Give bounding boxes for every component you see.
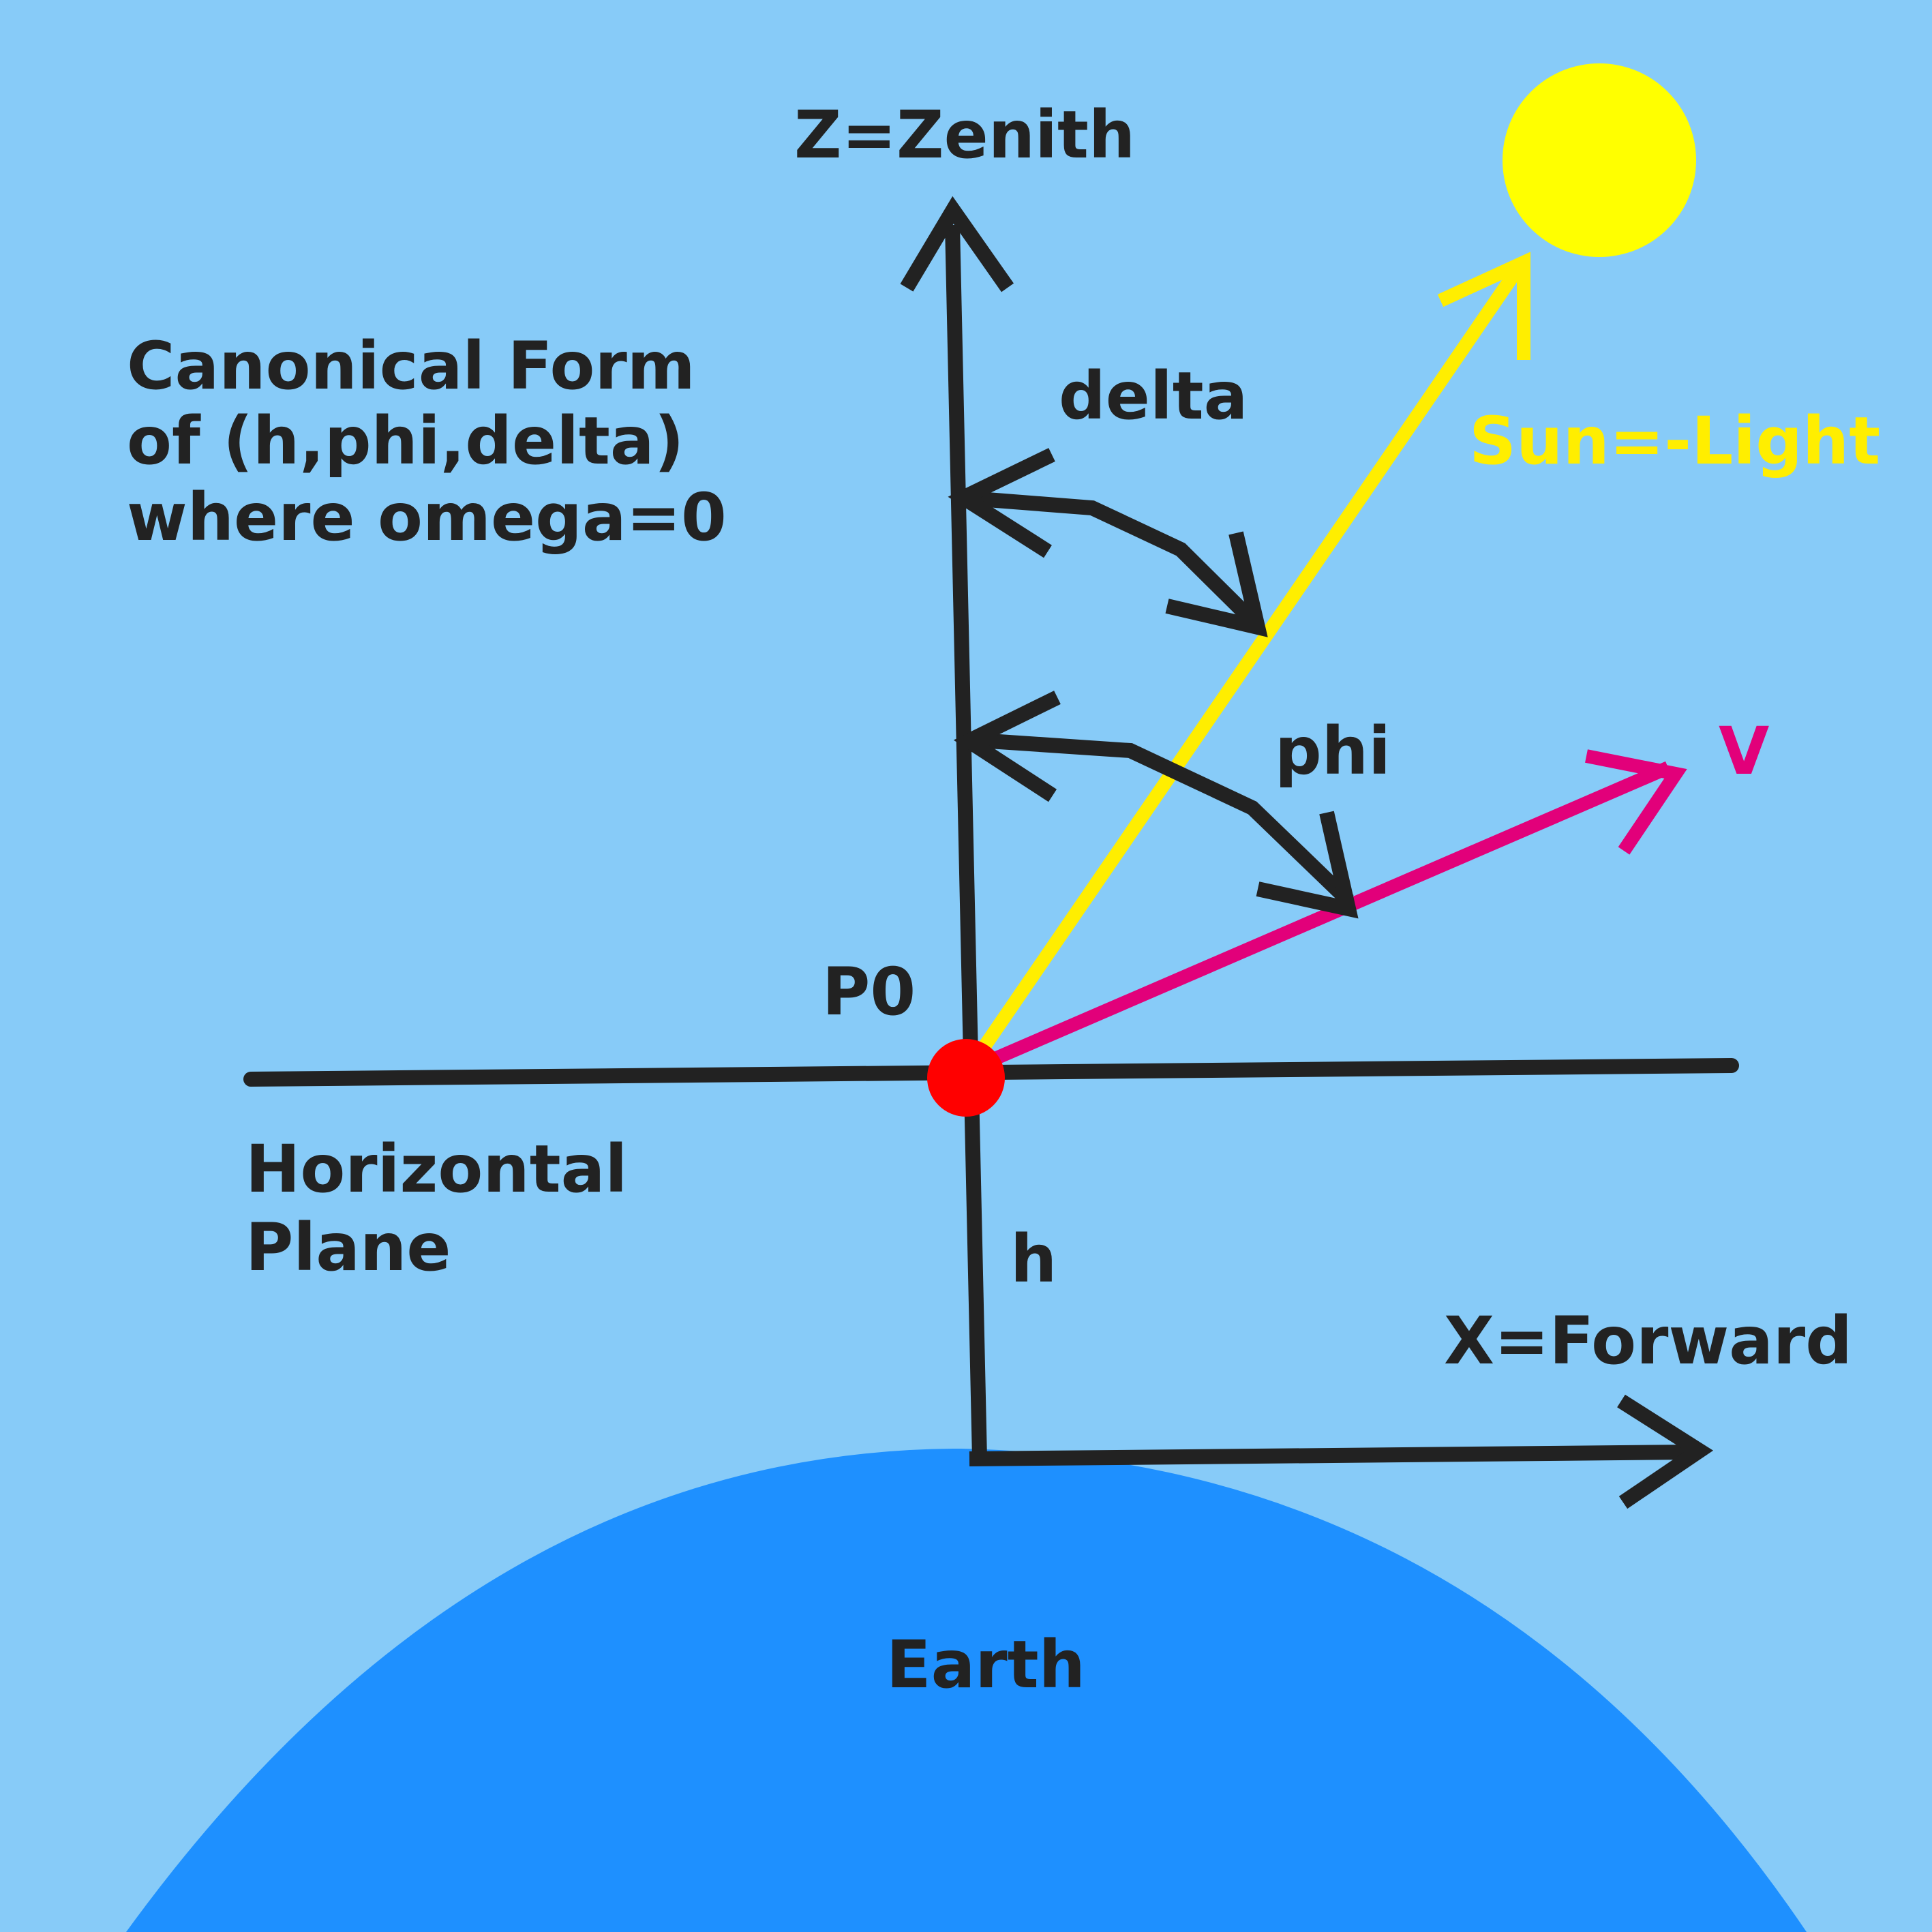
title-text: Canonical Form of (h,phi,delta) where om… xyxy=(127,328,727,556)
forward-axis xyxy=(969,1394,1714,1509)
sun-light-vector xyxy=(962,252,1530,1074)
p0-label: P0 xyxy=(822,954,916,1030)
title-line-1: Canonical Form xyxy=(127,328,695,404)
phi-label: phi xyxy=(1275,713,1391,789)
zenith-label: Z=Zenith xyxy=(794,97,1135,173)
horizontal-plane-label: Horizontal Plane xyxy=(245,1131,650,1286)
earth-label: Earth xyxy=(886,1627,1085,1703)
horizontal-plane-line-1: Horizontal xyxy=(245,1131,627,1207)
phi-angle-arc xyxy=(953,691,1359,919)
zenith-axis xyxy=(900,196,1014,1460)
h-label: h xyxy=(1010,1221,1057,1297)
earth-shape xyxy=(126,1449,1807,1932)
view-vector xyxy=(965,749,1687,1077)
delta-label: delta xyxy=(1059,358,1248,434)
title-line-3: where omega=0 xyxy=(127,479,727,556)
delta-angle-arc xyxy=(948,448,1268,637)
horizontal-plane-line-2: Plane xyxy=(245,1209,451,1286)
sun-light-label: Sun=-Light xyxy=(1469,403,1880,479)
v-label: V xyxy=(1719,713,1769,789)
title-line-2: of (h,phi,delta) xyxy=(127,403,684,479)
forward-label: X=Forward xyxy=(1444,1303,1852,1379)
sun-icon xyxy=(1503,63,1696,257)
p0-point xyxy=(927,1039,1005,1117)
